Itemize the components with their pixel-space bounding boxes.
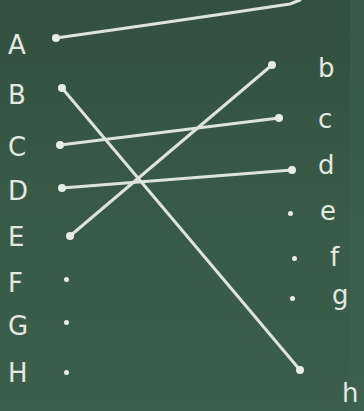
letter-label: B — [8, 82, 26, 108]
letter-node: e — [320, 198, 336, 224]
letter-label: f — [330, 244, 339, 270]
letter-label: E — [8, 224, 24, 250]
letter-node: b — [318, 55, 335, 81]
chalk-connector — [70, 65, 272, 236]
chalk-dot — [64, 370, 69, 375]
letter-node: C — [8, 134, 26, 160]
chalk-dot — [52, 34, 60, 42]
letter-label: e — [320, 198, 336, 224]
letter-label: A — [8, 32, 26, 58]
chalk-dot — [296, 366, 304, 374]
letter-label: c — [318, 106, 332, 132]
letter-node: G — [8, 313, 28, 339]
letter-node: d — [318, 152, 335, 178]
chalk-dot — [64, 320, 69, 325]
letter-node: B — [8, 82, 26, 108]
chalk-connector — [62, 170, 292, 188]
letter-label: d — [318, 152, 335, 178]
chalk-dot — [58, 84, 66, 92]
chalk-dot — [268, 61, 276, 69]
letter-label: C — [8, 134, 26, 160]
letter-node: c — [318, 106, 332, 132]
letter-node: F — [8, 270, 23, 296]
letter-label: H — [8, 360, 28, 386]
letter-label: h — [342, 380, 358, 406]
letter-node: g — [332, 282, 349, 308]
letter-node: f — [330, 244, 339, 270]
chalk-dot — [64, 277, 69, 282]
chalk-connector — [60, 118, 279, 145]
chalk-dot — [66, 232, 74, 240]
chalk-dot — [58, 184, 66, 192]
letter-label: b — [318, 55, 335, 81]
letter-label: g — [332, 282, 349, 308]
chalk-dot — [292, 256, 297, 261]
chalk-dot — [56, 141, 64, 149]
chalk-dot — [288, 166, 296, 174]
chalk-dot — [275, 114, 283, 122]
chalk-dot — [290, 296, 295, 301]
letter-label: F — [8, 270, 23, 296]
letter-node: A — [8, 32, 26, 58]
letter-node: H — [8, 360, 28, 386]
letter-node: E — [8, 224, 24, 250]
letter-node: h — [342, 380, 358, 406]
letter-node: D — [8, 178, 28, 204]
letter-label: D — [8, 178, 28, 204]
chalk-dot — [288, 211, 293, 216]
letter-label: G — [8, 313, 28, 339]
